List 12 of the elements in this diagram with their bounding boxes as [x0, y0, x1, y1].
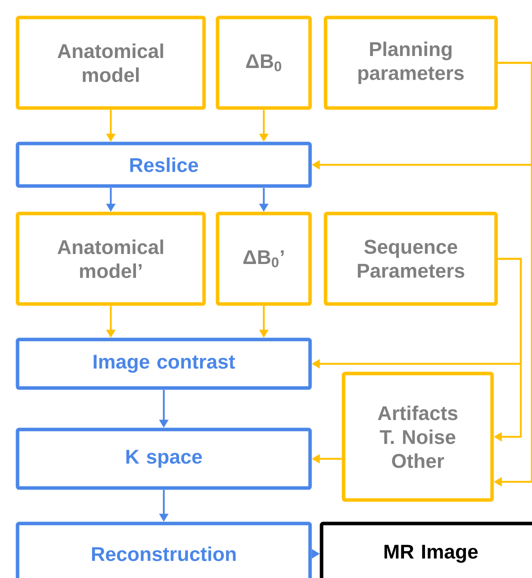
process-box: Image contrast: [16, 338, 312, 390]
output-box: MR Image: [320, 522, 532, 578]
process-box: K space: [16, 428, 312, 490]
input-box: ΔB$_{0}$’: [216, 212, 312, 306]
process-box: Reconstruction: [16, 522, 312, 578]
input-box: Sequence Parameters: [324, 212, 498, 306]
input-box: Planning parameters: [324, 16, 498, 110]
input-box: ΔB$_{0}$: [216, 16, 312, 110]
input-box: Artifacts T. Noise Other: [342, 372, 494, 502]
input-box: Anatomical model’: [16, 212, 206, 306]
input-box: Anatomical model: [16, 16, 206, 110]
process-box: Reslice: [16, 142, 312, 188]
